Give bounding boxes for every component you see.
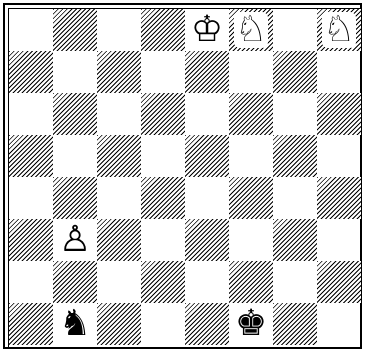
square-b6[interactable] (53, 93, 97, 135)
square-d2[interactable] (141, 261, 185, 303)
white-king-icon[interactable]: ♔ (185, 9, 229, 51)
square-g7[interactable] (273, 51, 317, 93)
square-g5[interactable] (273, 135, 317, 177)
square-e7[interactable] (185, 51, 229, 93)
square-c8[interactable] (97, 9, 141, 51)
square-f7[interactable] (229, 51, 273, 93)
square-b2[interactable] (53, 261, 97, 303)
square-d5[interactable] (141, 135, 185, 177)
square-e5[interactable] (185, 135, 229, 177)
square-a6[interactable] (9, 93, 53, 135)
square-d8[interactable] (141, 9, 185, 51)
square-h4[interactable] (317, 177, 361, 219)
white-knight-icon-glyph: ♘ (234, 12, 268, 48)
square-d4[interactable] (141, 177, 185, 219)
white-pawn-icon-glyph: ♙ (58, 222, 92, 258)
square-h3[interactable] (317, 219, 361, 261)
square-g4[interactable] (273, 177, 317, 219)
square-c1[interactable] (97, 303, 141, 345)
white-knight-icon[interactable]: ♘ (229, 9, 273, 51)
square-d6[interactable] (141, 93, 185, 135)
black-knight-icon[interactable]: ♞ (53, 303, 97, 345)
square-h6[interactable] (317, 93, 361, 135)
square-c4[interactable] (97, 177, 141, 219)
square-f6[interactable] (229, 93, 273, 135)
square-e6[interactable] (185, 93, 229, 135)
square-a4[interactable] (9, 177, 53, 219)
square-a1[interactable] (9, 303, 53, 345)
square-b4[interactable] (53, 177, 97, 219)
square-c2[interactable] (97, 261, 141, 303)
square-b5[interactable] (53, 135, 97, 177)
white-knight-icon-glyph: ♘ (322, 12, 356, 48)
square-a5[interactable] (9, 135, 53, 177)
square-g3[interactable] (273, 219, 317, 261)
square-f3[interactable] (229, 219, 273, 261)
square-e3[interactable] (185, 219, 229, 261)
square-f2[interactable] (229, 261, 273, 303)
square-b8[interactable] (53, 9, 97, 51)
chess-board: ♔ ♘ ♘ ♙ ♞ ♚ (8, 8, 361, 349)
square-e1[interactable] (185, 303, 229, 345)
square-h2[interactable] (317, 261, 361, 303)
square-g1[interactable] (273, 303, 317, 345)
square-b7[interactable] (53, 51, 97, 93)
square-d1[interactable] (141, 303, 185, 345)
square-g2[interactable] (273, 261, 317, 303)
square-f5[interactable] (229, 135, 273, 177)
square-f4[interactable] (229, 177, 273, 219)
black-king-icon-glyph: ♚ (234, 306, 268, 342)
square-d7[interactable] (141, 51, 185, 93)
square-a3[interactable] (9, 219, 53, 261)
square-a2[interactable] (9, 261, 53, 303)
black-king-icon[interactable]: ♚ (229, 303, 273, 345)
square-g8[interactable] (273, 9, 317, 51)
square-e4[interactable] (185, 177, 229, 219)
white-king-icon-glyph: ♔ (190, 12, 224, 48)
white-pawn-icon[interactable]: ♙ (53, 219, 97, 261)
square-g6[interactable] (273, 93, 317, 135)
square-a8[interactable] (9, 9, 53, 51)
square-c3[interactable] (97, 219, 141, 261)
square-a7[interactable] (9, 51, 53, 93)
square-c6[interactable] (97, 93, 141, 135)
square-e2[interactable] (185, 261, 229, 303)
square-h5[interactable] (317, 135, 361, 177)
square-c5[interactable] (97, 135, 141, 177)
square-h7[interactable] (317, 51, 361, 93)
black-knight-icon-glyph: ♞ (58, 306, 92, 342)
square-c7[interactable] (97, 51, 141, 93)
square-h1[interactable] (317, 303, 361, 345)
white-knight-icon[interactable]: ♘ (317, 9, 361, 51)
square-d3[interactable] (141, 219, 185, 261)
